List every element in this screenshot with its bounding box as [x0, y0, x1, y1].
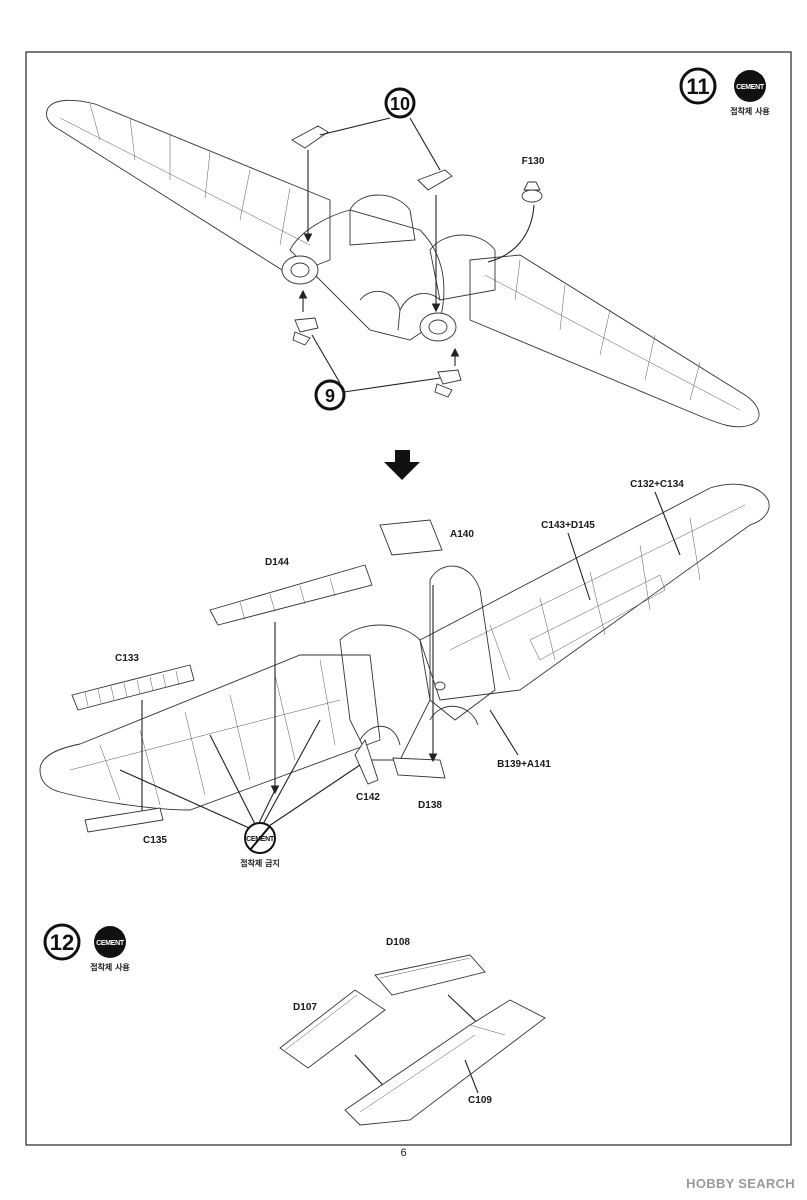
label-c133: C133 — [115, 653, 139, 664]
part-f130: F130 — [487, 156, 545, 263]
label-d138: D138 — [418, 800, 442, 811]
cement-icon — [94, 926, 126, 958]
label-c142: C142 — [356, 792, 380, 803]
label-f130: F130 — [522, 156, 545, 167]
callout-c143-d145: C143+D145 — [541, 520, 595, 601]
parts-9: 9 — [292, 289, 462, 411]
cement-badge-label: CEMENT — [96, 940, 125, 947]
part-d107: D107 — [279, 989, 394, 1097]
cement-badge-label: CEMENT — [736, 84, 765, 91]
label-d107: D107 — [293, 1002, 317, 1013]
sub-step-9-number: 9 — [325, 386, 335, 406]
label-a140: A140 — [450, 529, 474, 540]
no-cement-badge: CEMENT 접착제 금지 — [119, 719, 361, 868]
part-c109: C109 — [344, 999, 546, 1126]
cement-icon — [734, 70, 766, 102]
part-c135: C135 — [84, 807, 167, 846]
aircraft-top-view-upper — [46, 99, 760, 428]
part-c133: C133 — [71, 653, 195, 825]
sequence-arrow-icon — [384, 450, 420, 480]
page-frame — [25, 51, 792, 1146]
part-d108: D108 — [374, 937, 487, 1032]
step-12-header: 12 CEMENT 접착제 사용 — [43, 923, 130, 972]
step-11-header: 11 CEMENT 접착제 사용 — [679, 67, 770, 116]
label-c132-c134: C132+C134 — [630, 479, 684, 490]
label-b139-a141: B139+A141 — [497, 759, 551, 770]
part-c142: C142 — [354, 738, 380, 803]
aircraft-bottom-view — [39, 483, 770, 811]
part-d138: D138 — [392, 585, 446, 811]
step-12-number: 12 — [50, 930, 74, 955]
label-c143-d145: C143+D145 — [541, 520, 595, 531]
label-c109: C109 — [468, 1095, 492, 1106]
label-c135: C135 — [143, 835, 167, 846]
no-cement-badge-label: CEMENT — [246, 836, 275, 843]
no-cement-note: 접착제 금지 — [240, 858, 280, 868]
part-a140: A140 — [379, 519, 474, 556]
watermark: HOBBY SEARCH — [686, 1176, 795, 1191]
part-d144: D144 — [209, 557, 373, 795]
cement-note: 접착제 사용 — [90, 962, 130, 972]
sub-step-10-number: 10 — [390, 94, 410, 114]
label-d144: D144 — [265, 557, 289, 568]
callout-b139-a141: B139+A141 — [489, 709, 551, 770]
cement-note: 접착제 사용 — [730, 106, 770, 116]
parts-10: 10 — [291, 87, 453, 313]
label-d108: D108 — [386, 937, 410, 948]
page-number: 6 — [400, 1147, 407, 1159]
callout-c132-c134: C132+C134 — [630, 479, 684, 556]
step-11-number: 11 — [686, 74, 709, 99]
